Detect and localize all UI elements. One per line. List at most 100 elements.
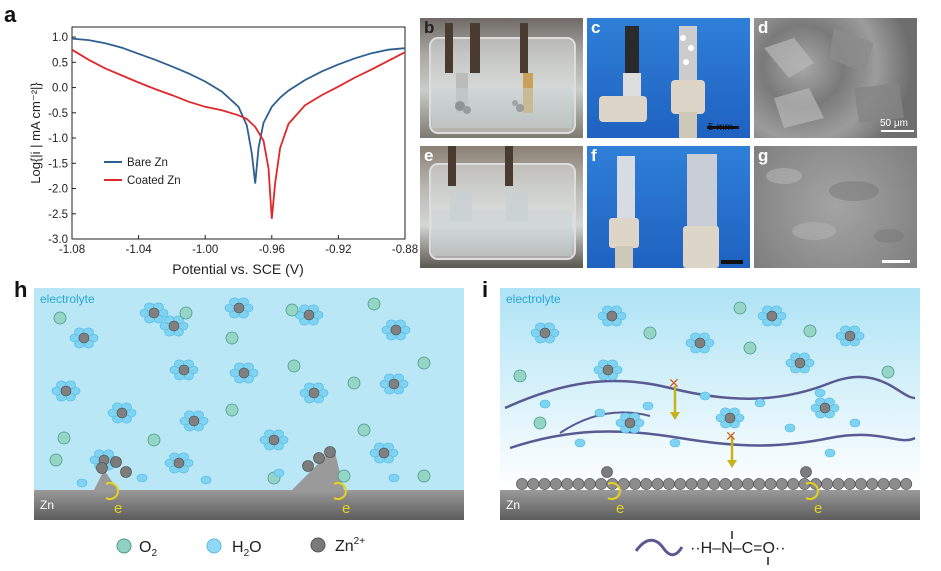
- sem-texture-g: [766, 168, 910, 263]
- electron-arrow-i2: e: [805, 482, 822, 517]
- x-tick-label: -0.96: [259, 244, 285, 256]
- zn-ion: [110, 456, 122, 468]
- o2-molecule: [53, 311, 67, 325]
- deposited-zn-atom: [787, 478, 800, 490]
- deposited-zn-atom: [888, 478, 901, 490]
- deposited-zn-atom: [775, 478, 788, 490]
- photo-f-electrodes-coated: f: [587, 146, 750, 268]
- panel-label-i: i: [482, 277, 489, 302]
- water-molecule: [273, 468, 285, 478]
- y-tick-label: -2.5: [48, 209, 68, 221]
- o2-molecule: [49, 453, 63, 467]
- deposited-zn-atom: [877, 478, 890, 490]
- o2-molecule: [337, 469, 351, 483]
- y-tick-label: -3.0: [48, 234, 68, 246]
- h2o-icon: [206, 538, 222, 554]
- polymer-chain-2: [509, 430, 916, 450]
- zn-substrate-h: [34, 490, 464, 520]
- y-axis-label: Log{|i | mA cm⁻²|}: [28, 82, 43, 184]
- deposited-zn-atom: [572, 478, 585, 490]
- hydrated-zn-ion: [530, 322, 560, 344]
- zn-label-i: Zn: [506, 498, 520, 512]
- svg-text:Zn2+: Zn2+: [335, 536, 365, 555]
- deposited-zn-atom: [900, 478, 913, 490]
- o2-molecule: [225, 403, 239, 417]
- electron-arrow-h1: e: [105, 482, 122, 517]
- chart-frame: [71, 26, 406, 240]
- zn-label: Zn: [335, 538, 354, 555]
- y-tick-label: 0.5: [52, 57, 68, 69]
- deposited-zn-atom: [538, 478, 551, 490]
- electrode-illustration-c: [599, 26, 739, 138]
- electrolyte-label-h: electrolyte: [40, 292, 95, 306]
- x-tick-label: -1.00: [192, 244, 218, 256]
- dendrite-1: [94, 470, 118, 490]
- x-tick-label: -1.08: [59, 244, 85, 256]
- deposited-zn-atom: [662, 478, 675, 490]
- zn-ion: [302, 460, 314, 472]
- o2-molecule: [803, 324, 817, 338]
- deposited-zn-atom: [708, 478, 720, 490]
- electrolyte-label-i: electrolyte: [506, 292, 561, 306]
- water-molecule: [76, 478, 88, 488]
- chart-legend: Bare Zn Coated Zn: [104, 157, 181, 187]
- x-tick-label: -1.04: [125, 244, 152, 256]
- y-ticks: 1.00.50.0-0.5-1.0-1.5-2.0-2.5-3.0: [48, 32, 76, 246]
- hydrated-zn-ion: [685, 332, 715, 354]
- o2-molecule: [147, 433, 161, 447]
- svg-text:✕: ✕: [668, 375, 680, 391]
- polymer-icon: [634, 538, 684, 557]
- hydrated-zn-ion: [597, 305, 627, 327]
- o2-molecule: [513, 369, 527, 383]
- electron-label-h1: e: [114, 500, 122, 517]
- panel-label-d: d: [758, 18, 769, 37]
- deposited-zn-atom: [764, 478, 777, 490]
- hydrated-zn-ion: [810, 397, 840, 419]
- zn-deposit-row: [516, 478, 913, 490]
- water-molecule: [699, 391, 711, 401]
- deposited-zn-atom: [651, 478, 664, 490]
- legend-h2o: H2O: [206, 538, 262, 559]
- electrolyte-region-i: [500, 288, 920, 490]
- hydrated-zn-ion: [294, 304, 324, 326]
- water-molecule: [669, 438, 681, 448]
- scalebar-label-d: 50 μm: [880, 118, 908, 129]
- hydrated-zn-ion: [139, 302, 169, 324]
- water-molecule: [754, 398, 766, 408]
- hydrated-zn-ion: [379, 373, 409, 395]
- water-molecule: [814, 388, 826, 398]
- hydrated-zn-ion: [69, 327, 99, 349]
- zn-ion: [96, 462, 108, 474]
- zn-ion: [313, 452, 325, 464]
- hydrated-zn-ion: [259, 429, 289, 451]
- legend-zn: Zn2+: [310, 536, 365, 555]
- legend-bare-zn: Bare Zn: [127, 157, 168, 169]
- water-molecule: [849, 418, 861, 428]
- electron-label-i1: e: [616, 500, 624, 517]
- zn-ion: [324, 446, 336, 458]
- deposited-zn-atom: [516, 478, 528, 490]
- water-molecule: [388, 473, 400, 483]
- deposited-zn-atom: [719, 478, 732, 490]
- o2-label: O: [139, 539, 151, 556]
- legend-o2: O2: [116, 538, 157, 559]
- o2-molecule: [367, 297, 381, 311]
- o2-molecule: [533, 416, 547, 430]
- h2o-tail: O: [249, 539, 261, 556]
- o2-subscript: 2: [151, 548, 157, 559]
- hydrated-zn-ion: [179, 410, 209, 432]
- zn-ion: [800, 466, 812, 478]
- deposited-zn-atom: [832, 478, 845, 490]
- x-tick-label: -0.92: [325, 244, 351, 256]
- panel-label-h: h: [14, 277, 28, 302]
- blocked-arrow-2: ✕: [725, 428, 737, 468]
- svg-text:H2O: H2O: [232, 539, 262, 559]
- panel-label-a: a: [4, 2, 17, 27]
- deposited-zn-atom: [674, 478, 687, 490]
- water-molecule: [784, 423, 796, 433]
- zn-ion: [601, 466, 613, 478]
- x-tick-label: -0.88: [392, 244, 418, 256]
- beaker-illustration-b: [429, 23, 576, 134]
- deposited-zn-atom: [685, 478, 698, 490]
- y-tick-label: 0.0: [52, 83, 68, 95]
